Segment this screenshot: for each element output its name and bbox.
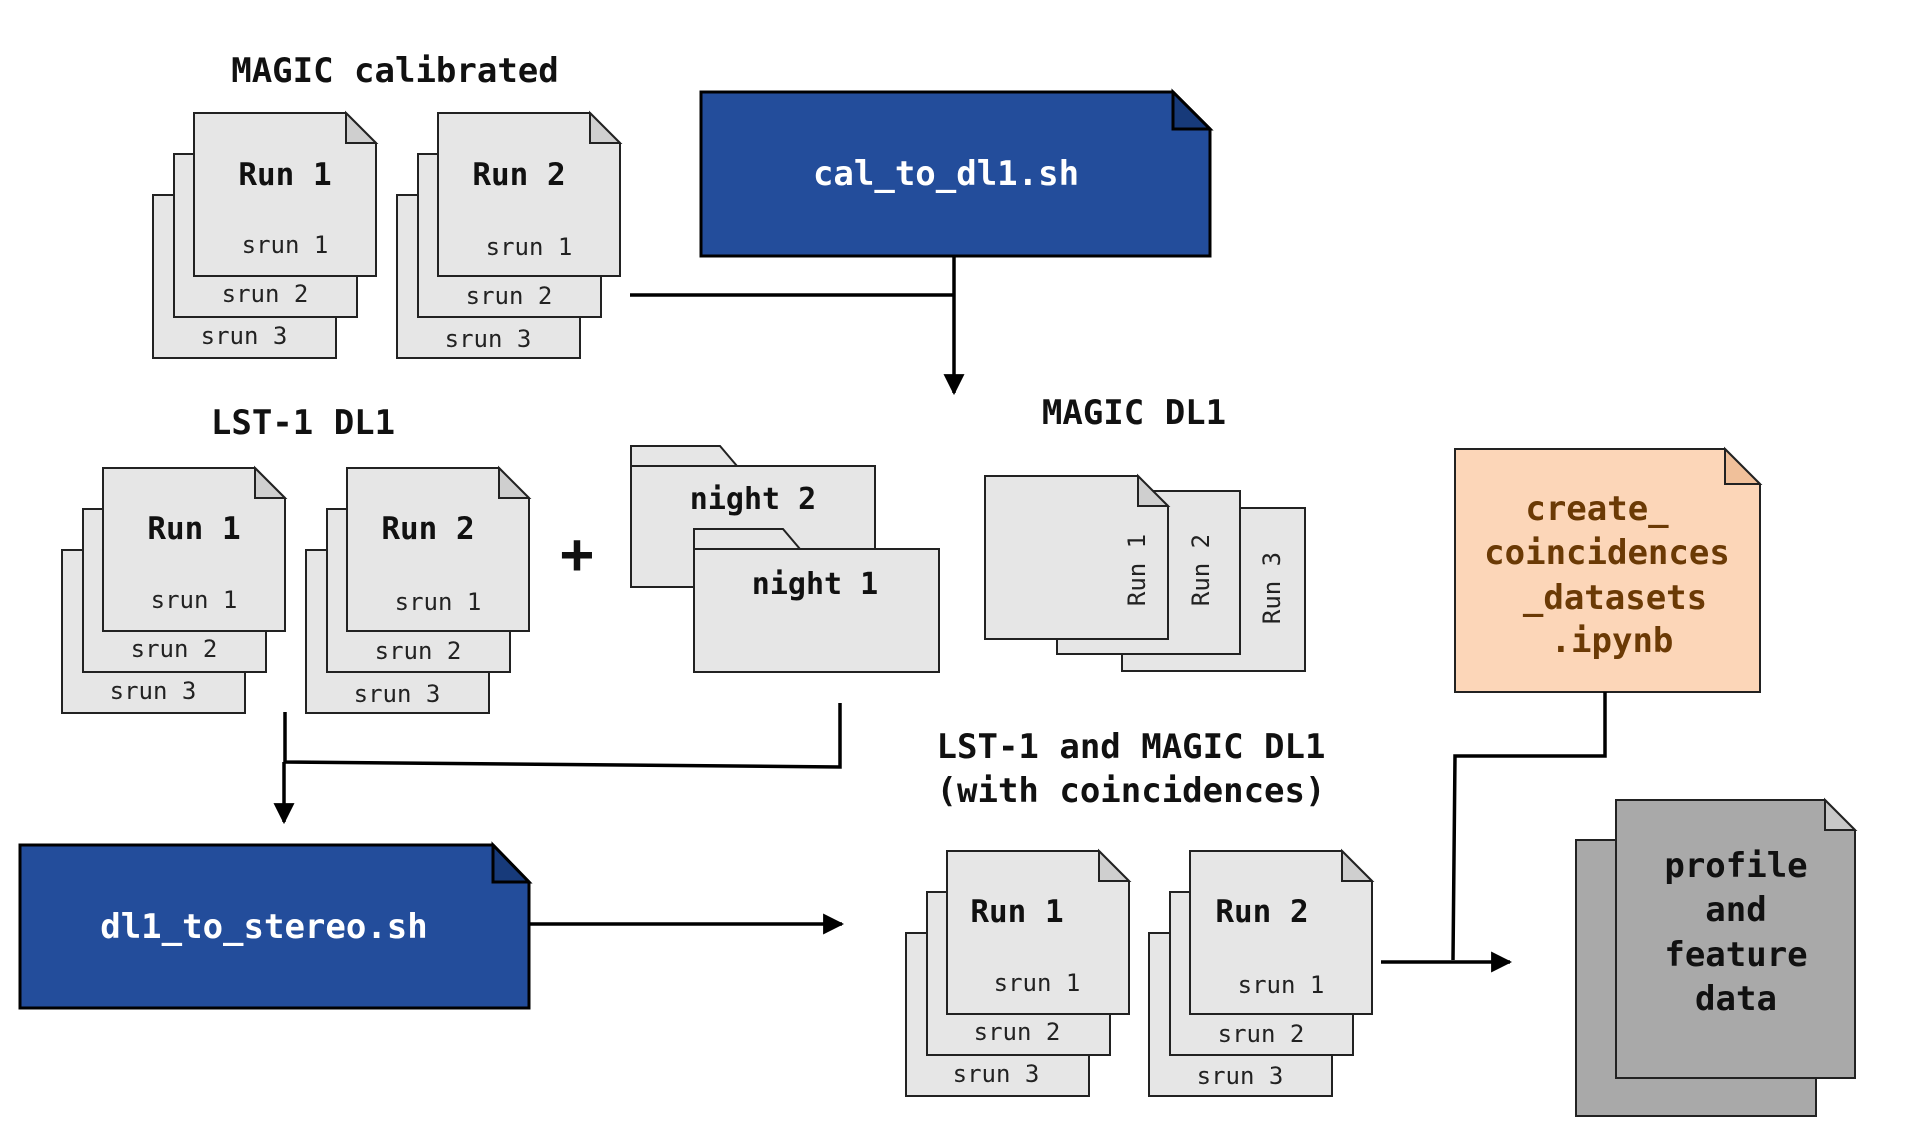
- page-fold-corner: [1341, 848, 1375, 882]
- profile-feature-output: profile and feature data: [1575, 797, 1858, 1117]
- page-fold-corner: [254, 465, 288, 499]
- script-box: [18, 843, 531, 1010]
- dl1-to-stereo-script: dl1_to_stereo.sh: [18, 841, 533, 1010]
- run-page: [346, 467, 530, 632]
- run-label: Run 1: [970, 894, 1063, 930]
- page-fold-corner: [1137, 473, 1171, 507]
- magic-dl1-stack: Run 1 Run 2 Run 3: [984, 473, 1306, 672]
- srun-label: srun 1: [486, 233, 573, 261]
- srun-label: srun 1: [994, 969, 1081, 997]
- srun-label: srun 2: [466, 282, 553, 310]
- output-label-line: feature: [1664, 935, 1807, 975]
- run-page: [102, 467, 286, 632]
- output-label-line: data: [1695, 979, 1777, 1019]
- run-label: Run 2: [472, 157, 565, 193]
- combined-title-line2: (with coincidences): [937, 771, 1326, 811]
- page-fold-corner: [1171, 88, 1214, 131]
- combined-title-line1: LST-1 and MAGIC DL1: [937, 727, 1326, 767]
- vertical-run-label: Run 2: [1187, 534, 1215, 606]
- page-fold-corner: [345, 110, 379, 144]
- page-fold-corner: [1098, 848, 1132, 882]
- plus-sign: +: [560, 522, 594, 587]
- srun-label: srun 3: [953, 1060, 1040, 1088]
- output-label-line: and: [1705, 890, 1766, 930]
- srun-label: srun 3: [201, 322, 288, 350]
- run-page: [1189, 850, 1373, 1015]
- notebook-label-line: .ipynb: [1551, 621, 1674, 661]
- run-page: [984, 475, 1169, 640]
- srun-label: srun 3: [110, 677, 197, 705]
- page-fold-corner: [498, 465, 532, 499]
- page-fold-corner: [589, 110, 623, 144]
- cal-to-dl1-script: cal_to_dl1.sh: [699, 88, 1214, 258]
- lst-run1-stack: Run 1 srun 1 srun 2 srun 3: [61, 465, 288, 714]
- run-label: Run 1: [238, 157, 331, 193]
- magic-cal-run1-stack: Run 1 srun 1 srun 2 srun 3: [152, 110, 379, 359]
- script-box: [699, 90, 1212, 258]
- srun-label: srun 1: [151, 586, 238, 614]
- coinc-run2-stack: Run 2 srun 1 srun 2 srun 3: [1148, 848, 1375, 1097]
- srun-label: srun 3: [1197, 1062, 1284, 1090]
- lst-run2-stack: Run 2 srun 1 srun 2 srun 3: [305, 465, 532, 714]
- run-label: Run 2: [1215, 894, 1308, 930]
- srun-label: srun 2: [974, 1018, 1061, 1046]
- run-page: [437, 112, 621, 277]
- folder-label: night 1: [752, 567, 878, 602]
- magic-dl1-title: MAGIC DL1: [1042, 393, 1226, 433]
- output-label-line: profile: [1664, 846, 1807, 886]
- run-label: Run 1: [147, 511, 240, 547]
- srun-label: srun 2: [375, 637, 462, 665]
- coinc-run1-stack: Run 1 srun 1 srun 2 srun 3: [905, 848, 1132, 1097]
- folder-label: night 2: [690, 482, 816, 517]
- srun-label: srun 1: [395, 588, 482, 616]
- night1-folder: night 1: [693, 528, 940, 673]
- page-fold-corner: [491, 841, 533, 884]
- page-fold-corner: [1824, 797, 1858, 831]
- output-front-page: [1615, 799, 1856, 1079]
- srun-label: srun 1: [242, 231, 329, 259]
- run-page: [946, 850, 1130, 1015]
- script-label: cal_to_dl1.sh: [813, 154, 1079, 194]
- notebook-label-line: create_: [1525, 489, 1669, 529]
- srun-label: srun 2: [131, 635, 218, 663]
- srun-label: srun 1: [1238, 971, 1325, 999]
- srun-label: srun 3: [354, 680, 441, 708]
- notebook-label-line: coincidences: [1484, 533, 1730, 573]
- lst1-dl1-title: LST-1 DL1: [211, 403, 395, 443]
- srun-label: srun 3: [445, 325, 532, 353]
- srun-label: srun 2: [1218, 1020, 1305, 1048]
- magic-calibrated-title: MAGIC calibrated: [231, 51, 559, 91]
- srun-label: srun 2: [222, 280, 309, 308]
- connector-line: [283, 703, 842, 769]
- notebook-box: [1454, 448, 1761, 693]
- page-fold-corner: [1724, 446, 1763, 485]
- script-label: dl1_to_stereo.sh: [100, 907, 428, 947]
- magic-cal-run2-stack: Run 2 srun 1 srun 2 srun 3: [396, 110, 623, 359]
- notebook-label-line: _datasets: [1523, 578, 1707, 618]
- run-page: [193, 112, 377, 277]
- vertical-run-label: Run 1: [1123, 534, 1151, 606]
- run-label: Run 2: [381, 511, 474, 547]
- vertical-run-label: Run 3: [1258, 552, 1286, 624]
- folder-body: [693, 528, 940, 673]
- coincidences-notebook: create_ coincidences _datasets .ipynb: [1454, 446, 1763, 693]
- notebook-connector: [1451, 692, 1607, 961]
